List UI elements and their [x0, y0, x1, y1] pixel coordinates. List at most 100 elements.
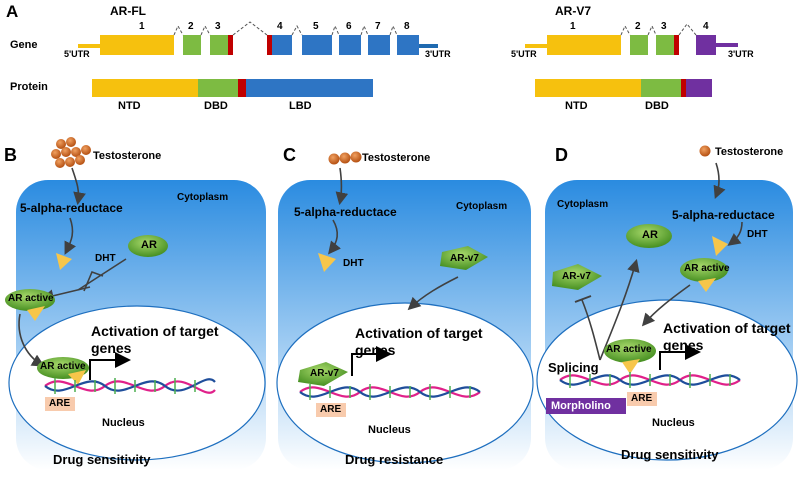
c-dna-rungs: [309, 384, 471, 400]
nucleus-c: [276, 302, 534, 464]
d-cytoplasm-label: Cytoplasm: [557, 199, 609, 210]
d-arrow-splicing-to-ar: [599, 258, 640, 361]
v7-dbd-label: DBD: [645, 100, 669, 112]
panel-c-graphics: [298, 151, 488, 417]
b-dna-rungs: [54, 378, 196, 394]
v7-utr5-label: 5'UTR: [511, 49, 537, 59]
c-arrow-to-dht: [328, 219, 341, 255]
fl-ntd-domain: [92, 79, 198, 97]
v7-ce3-domain: [686, 79, 712, 97]
d-nucleus-label: Nucleus: [652, 417, 695, 429]
d-arrow-to-dht: [727, 221, 743, 246]
v7-utr3-label: 3'UTR: [728, 49, 754, 59]
gene-row-label: Gene: [10, 39, 38, 51]
fl-utr5-label: 5'UTR: [64, 49, 90, 59]
d-arrow-testosterone: [713, 162, 726, 199]
d-arrow-into-nucleus: [641, 284, 691, 327]
fl-exon-8: [397, 35, 419, 55]
b-testosterone-molecules: [51, 137, 91, 168]
b-ar-active-receptor: [5, 289, 55, 311]
d-dht-triangle: [712, 236, 728, 256]
b-nuclear-dht: [68, 370, 86, 385]
b-dht-triangle: [56, 253, 72, 270]
b-are-box: [45, 397, 75, 411]
d-ar-active-nuclear: [604, 339, 656, 363]
panel-b-letter: B: [4, 145, 17, 165]
utr3-v7-bar: [716, 43, 738, 47]
v7-exon-4-label: 4: [703, 21, 709, 32]
panel-d-letter: D: [555, 145, 568, 165]
c-ar-v7-nuclear: [298, 362, 348, 386]
utr5-v7-bar: [525, 44, 547, 48]
fl-exon-2: [183, 35, 201, 55]
d-are-box: [627, 392, 657, 406]
c-are-box: [316, 403, 346, 417]
d-transcription-arrow: [659, 344, 701, 370]
v7-exon-1: [547, 35, 621, 55]
c-ar-v7-receptor: [440, 246, 488, 270]
b-arrow-into-nucleus: [18, 313, 45, 367]
fl-lbd-domain: [246, 79, 373, 97]
panel-c-letter: C: [283, 145, 296, 165]
v7-splice-lines: [620, 23, 697, 36]
d-ar-label: AR: [642, 229, 658, 241]
d-outcome-label: Drug sensitivity: [621, 447, 719, 462]
b-arrow-testosterone: [71, 167, 86, 206]
d-dht-label: DHT: [747, 229, 768, 240]
b-inhibit-bracket: [83, 270, 104, 292]
d-dna-rungs: [569, 372, 731, 388]
d-ar-receptor: [626, 224, 672, 248]
d-enzyme-label: 5-alpha-reductace: [672, 208, 775, 222]
c-are-label: ARE: [320, 404, 342, 415]
panel-a-letter: A: [6, 2, 19, 21]
d-activation-label: Activation of target: [663, 320, 791, 336]
c-testosterone-label: Testosterone: [362, 152, 431, 164]
v7-exon-3-hinge: [674, 35, 679, 55]
fl-exon-5-label: 5: [313, 21, 319, 32]
b-dna-helix: [44, 378, 216, 394]
v7-exon-3-label: 3: [661, 21, 667, 32]
b-testosterone-label: Testosterone: [93, 150, 162, 162]
fl-exon-3: [210, 35, 228, 55]
v7-hinge-domain: [681, 79, 686, 97]
d-morpholino-box: [546, 398, 626, 414]
fl-exon-7-label: 7: [375, 21, 381, 32]
d-inhibit-bar: [574, 295, 592, 303]
fl-exon-4-hinge: [267, 35, 272, 55]
fl-hinge-domain: [238, 79, 246, 97]
b-activation-label: Activation of target: [91, 323, 219, 339]
d-ar-v7-label: AR-v7: [562, 271, 591, 282]
b-transcription-arrow: [89, 352, 131, 380]
b-arrow-to-dht: [64, 217, 77, 255]
c-enzyme-label: 5-alpha-reductace: [294, 205, 397, 219]
nucleus-b: [8, 305, 266, 461]
b-ar-active-label: AR active: [8, 293, 54, 304]
fl-exon-8-label: 8: [404, 21, 410, 32]
b-outcome-label: Drug sensitivity: [53, 452, 151, 467]
b-nucleus-label: Nucleus: [102, 417, 145, 429]
c-arrow-testosterone: [335, 167, 349, 206]
c-dht-triangle: [318, 253, 336, 272]
d-line-splicing-to-v7: [581, 299, 601, 361]
fl-exon-6-label: 6: [346, 21, 352, 32]
v7-ntd-domain: [535, 79, 641, 97]
b-genes-label: genes: [91, 340, 132, 356]
c-genes-label: genes: [355, 342, 396, 358]
c-cytoplasm-label: Cytoplasm: [456, 201, 508, 212]
c-testosterone-molecules: [328, 151, 362, 165]
c-outcome-label: Drug resistance: [345, 452, 444, 467]
fl-exon-3-hinge: [228, 35, 233, 55]
d-ar-active-dht: [698, 278, 716, 292]
d-ar-active-cyto: [680, 258, 728, 282]
fl-dbd-domain: [198, 79, 238, 97]
c-nucleus-label: Nucleus: [368, 424, 411, 436]
v7-exon-3: [656, 35, 674, 55]
fl-exon-1: [100, 35, 174, 55]
ar-v7-title: AR-V7: [555, 4, 592, 18]
d-nuclear-dht: [622, 359, 640, 374]
c-dht-label: DHT: [343, 258, 364, 269]
utr5-fl-bar: [78, 44, 100, 48]
v7-dbd-domain: [641, 79, 681, 97]
utr3-fl-bar: [419, 44, 438, 48]
